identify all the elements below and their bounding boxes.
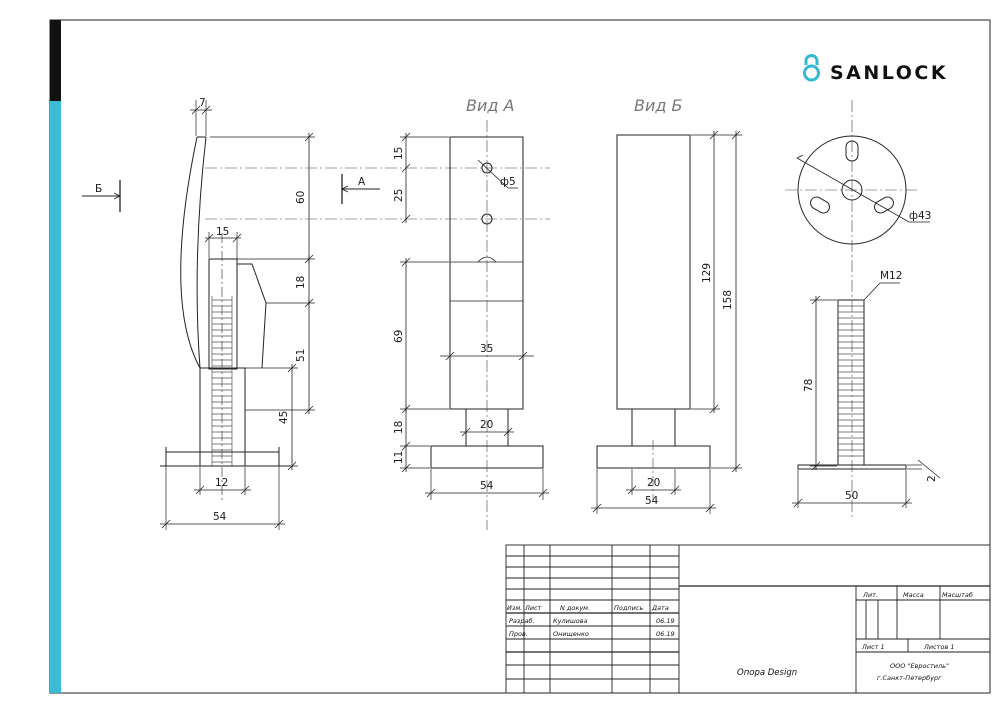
view-a-title: Вид А <box>466 96 514 115</box>
view-a-dim-11: 11 <box>393 451 405 464</box>
view-a-dim-20: 20 <box>480 419 493 431</box>
tb-row-name: Кулишова <box>553 617 588 625</box>
tb-header-date: Дата <box>651 604 669 612</box>
sheet-frame <box>49 19 991 694</box>
view-a <box>400 120 549 530</box>
tb-org-city: г.Санкт-Петербург <box>877 674 942 682</box>
tb-row-role: Пров. <box>509 630 528 638</box>
tb-header-sign: Подпись <box>614 604 643 612</box>
side-dim-45: 45 <box>278 411 290 424</box>
part-view <box>785 100 941 520</box>
tb-scale: Масштаб <box>942 591 973 599</box>
part-dim-2: 2 <box>926 475 938 482</box>
side-dim-54: 54 <box>213 511 227 523</box>
part-dim-disc: ф43 <box>909 210 931 222</box>
tb-row-date: 06.19 <box>656 630 675 638</box>
accent-bar-light <box>50 101 61 693</box>
tb-mass: Масса <box>903 591 924 599</box>
view-b <box>591 130 742 514</box>
part-dim-78: 78 <box>803 379 815 392</box>
tb-row-name: Онищенко <box>553 630 589 638</box>
side-dim-51: 51 <box>295 349 307 362</box>
view-a-dim-35: 35 <box>480 343 493 355</box>
side-dim-12: 12 <box>215 477 228 489</box>
view-b-dim-129: 129 <box>701 263 713 283</box>
section-b-label: Б <box>95 183 102 195</box>
side-dim-7: 7 <box>199 97 206 109</box>
view-a-dim-54: 54 <box>480 480 494 492</box>
brand-logo: SANLOCK <box>803 54 948 84</box>
side-dim-60: 60 <box>295 191 307 204</box>
view-b-dim-158: 158 <box>722 290 734 310</box>
view-b-dim-54: 54 <box>645 495 659 507</box>
view-a-dim-69: 69 <box>393 330 405 343</box>
side-dim-15: 15 <box>216 226 229 238</box>
tb-row-date: 06.19 <box>656 617 675 625</box>
view-a-dim-15: 15 <box>393 147 405 160</box>
part-dim-thread: M12 <box>880 270 902 282</box>
tb-header-izm: Изм. <box>507 604 522 612</box>
tb-header-doc: N докум. <box>560 604 590 612</box>
title-block <box>505 544 991 694</box>
section-a-label: А <box>358 176 366 188</box>
tb-title: Опора Design <box>737 668 797 678</box>
accent-bar-dark <box>50 20 61 101</box>
brand-name: SANLOCK <box>830 62 948 84</box>
tb-lit: Лит. <box>862 591 878 599</box>
view-a-hole: ф5 <box>500 176 516 188</box>
side-dim-18: 18 <box>295 276 307 289</box>
view-b-dim-20: 20 <box>647 477 660 489</box>
tb-org-name: ООО "Евростиль" <box>890 662 949 670</box>
tb-header-list: Лист <box>524 604 542 612</box>
tb-sheets: Листов 1 <box>923 643 954 651</box>
tb-sheet: Лист 1 <box>861 643 885 651</box>
view-a-dim-18: 18 <box>393 421 405 434</box>
side-view <box>82 100 550 530</box>
view-b-title: Вид Б <box>634 96 683 115</box>
lock-icon <box>803 54 820 82</box>
tb-row-role: Разраб. <box>509 617 535 625</box>
view-a-dim-25: 25 <box>393 189 405 202</box>
part-dim-50: 50 <box>845 490 858 502</box>
